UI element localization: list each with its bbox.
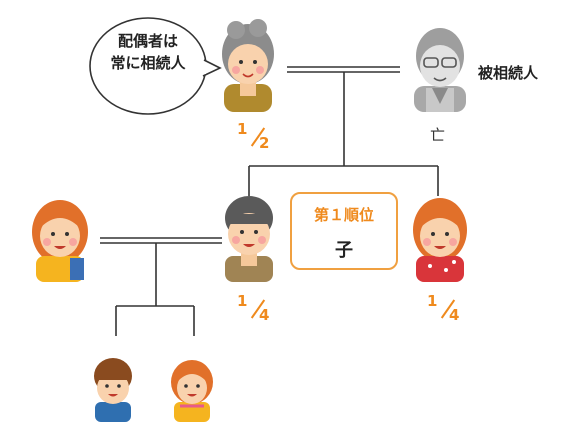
rank-title: 第１順位 (313, 206, 374, 224)
son-share: 1 4 (235, 292, 279, 326)
bubble-line-2: 常に相続人 (110, 54, 186, 72)
daughter-share-denominator: 4 (449, 306, 460, 324)
daughter-share-numerator: 1 (427, 292, 438, 310)
daughter-figure (413, 198, 467, 282)
daughter-share: 1 4 (425, 292, 469, 326)
decedent-label: 被相続人 (478, 64, 539, 82)
son-wife-figure (32, 200, 88, 282)
children-connector (248, 72, 439, 196)
spouse-share-numerator: 1 (237, 120, 248, 138)
son-figure (225, 196, 273, 282)
first-rank-box: 第１順位 子 (290, 192, 398, 270)
spouse-figure (222, 19, 274, 112)
grandson-figure (94, 358, 132, 422)
spouse-share-denominator: 2 (259, 134, 270, 152)
deceased-mark: 亡 (430, 126, 446, 144)
decedent-figure (414, 28, 466, 112)
granddaughter-figure (171, 360, 213, 422)
bubble-text: 配偶者は 常に相続人 (92, 30, 204, 74)
marriage-line-son (100, 237, 222, 244)
rank-value: 子 (335, 240, 353, 261)
bubble-line-1: 配偶者は (117, 32, 178, 50)
grandchildren-connector (115, 243, 195, 336)
son-share-numerator: 1 (237, 292, 248, 310)
spouse-share: 1 2 (235, 120, 279, 154)
son-share-denominator: 4 (259, 306, 270, 324)
speech-bubble (89, 17, 222, 115)
marriage-line-parents (287, 66, 400, 73)
